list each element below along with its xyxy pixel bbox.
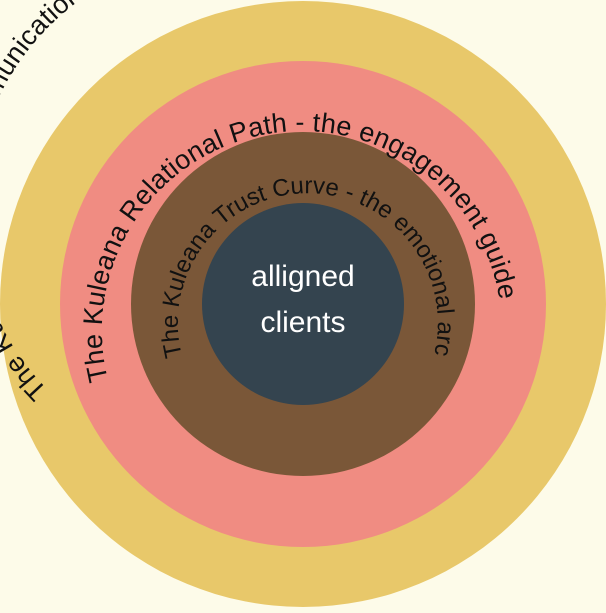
core-label-line1: alligned (251, 260, 354, 293)
core-label-line2: clients (260, 306, 345, 339)
core-circle (202, 203, 404, 405)
